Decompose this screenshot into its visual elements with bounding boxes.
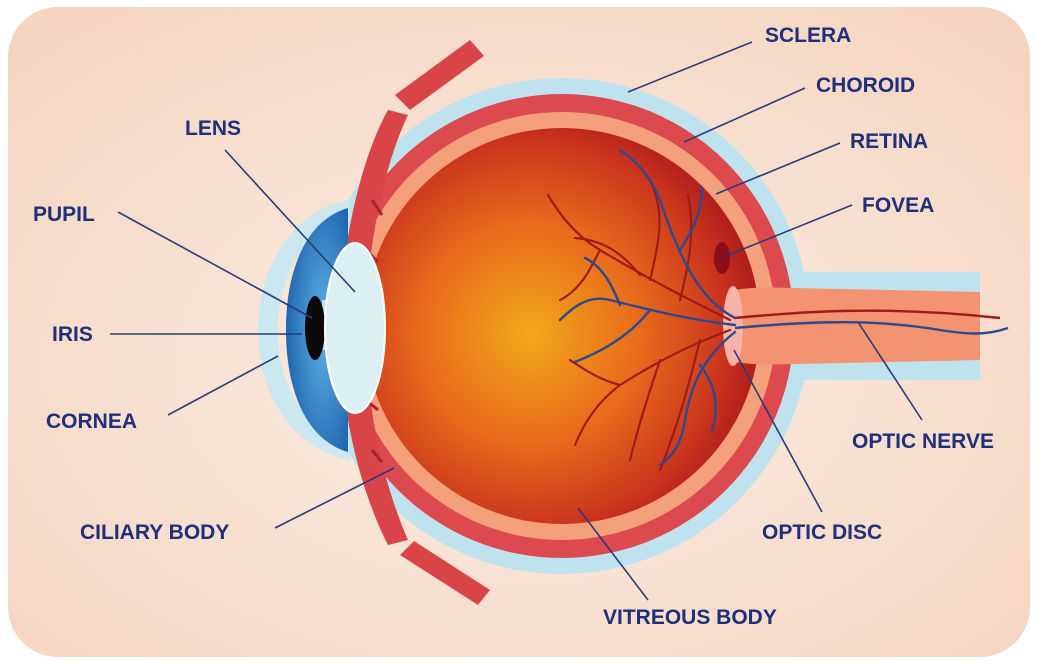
- label-pupil: PUPIL: [33, 203, 95, 226]
- label-ciliary-body: CILIARY BODY: [80, 521, 229, 544]
- label-fovea: FOVEA: [862, 194, 934, 217]
- label-vitreous-body: VITREOUS BODY: [603, 606, 777, 629]
- label-sclera: SCLERA: [765, 24, 851, 47]
- label-optic-nerve: OPTIC NERVE: [852, 430, 994, 453]
- label-retina: RETINA: [850, 130, 928, 153]
- pupil: [305, 296, 325, 360]
- label-lens: LENS: [185, 117, 241, 140]
- fovea: [714, 242, 730, 274]
- optic-disc: [723, 286, 743, 366]
- label-iris: IRIS: [52, 323, 93, 346]
- label-optic-disc: OPTIC DISC: [762, 521, 882, 544]
- label-choroid: CHOROID: [816, 74, 915, 97]
- label-cornea: CORNEA: [46, 410, 137, 433]
